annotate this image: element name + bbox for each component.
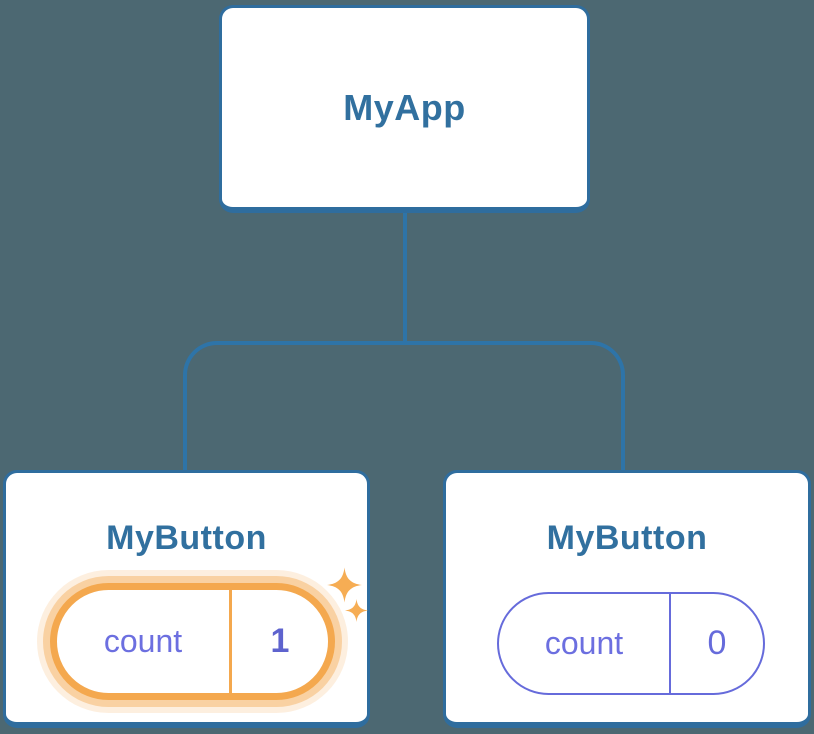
state-key-label: count [103,623,183,659]
node-label-child-2: MyButton [546,519,708,557]
node-label-child-1: MyButton [106,519,267,557]
state-value-cell: 1 [229,590,328,693]
component-node-child-2: MyButton count 0 [443,470,811,728]
tree-edge-branches [183,341,625,474]
state-key-cell: count [57,590,229,693]
sparkle-icon-small [345,599,368,622]
state-pill-highlighted: count 1 [50,583,335,700]
state-pill-default: count 0 [497,592,765,695]
node-label-root: MyApp [343,86,466,128]
state-key-label: count [544,625,624,661]
state-value: 0 [707,624,727,662]
state-value-cell: 0 [669,594,763,693]
tree-edge-root-stem [403,211,407,345]
sparkle-icon-large [327,567,362,603]
component-node-child-1: MyButton count 1 [3,470,370,728]
state-value: 1 [270,622,290,660]
component-node-root: MyApp [219,5,590,213]
state-key-cell: count [499,594,669,693]
